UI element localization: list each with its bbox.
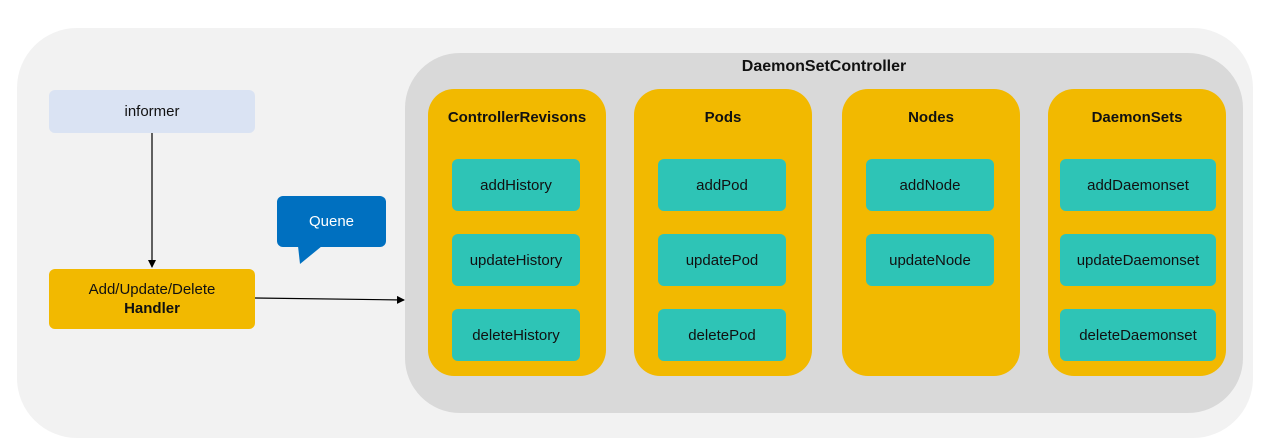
item-add-daemonset: addDaemonset [1060, 159, 1216, 211]
handler-box: Add/Update/Delete Handler [49, 269, 255, 329]
column-title: DaemonSets [1091, 109, 1183, 126]
item-update-daemonset: updateDaemonset [1060, 234, 1216, 286]
column-title: ControllerRevisons [447, 109, 587, 126]
handler-line2: Handler [124, 300, 180, 317]
column-title: Pods [704, 109, 742, 126]
column-daemonsets: DaemonSets addDaemonset updateDaemonset … [1048, 89, 1226, 376]
item-update-node: updateNode [866, 234, 994, 286]
controller-title: DaemonSetController [741, 58, 907, 75]
handler-line1: Add/Update/Delete [88, 281, 216, 298]
item-delete-history: deleteHistory [452, 309, 580, 361]
item-add-history: addHistory [452, 159, 580, 211]
informer-label: informer [124, 103, 180, 120]
queue-label: Quene [308, 213, 355, 230]
column-controller-revisions: ControllerRevisons addHistory updateHist… [428, 89, 606, 376]
item-add-pod: addPod [658, 159, 786, 211]
item-add-node: addNode [866, 159, 994, 211]
queue-callout-tail [298, 246, 322, 264]
column-title: Nodes [908, 109, 954, 126]
queue-callout: Quene [277, 196, 386, 247]
item-delete-pod: deletePod [658, 309, 786, 361]
item-update-history: updateHistory [452, 234, 580, 286]
column-pods: Pods addPod updatePod deletePod [634, 89, 812, 376]
informer-box: informer [49, 90, 255, 133]
item-delete-daemonset: deleteDaemonset [1060, 309, 1216, 361]
item-update-pod: updatePod [658, 234, 786, 286]
column-nodes: Nodes addNode updateNode [842, 89, 1020, 376]
handler-to-controller-arrow [254, 295, 405, 304]
